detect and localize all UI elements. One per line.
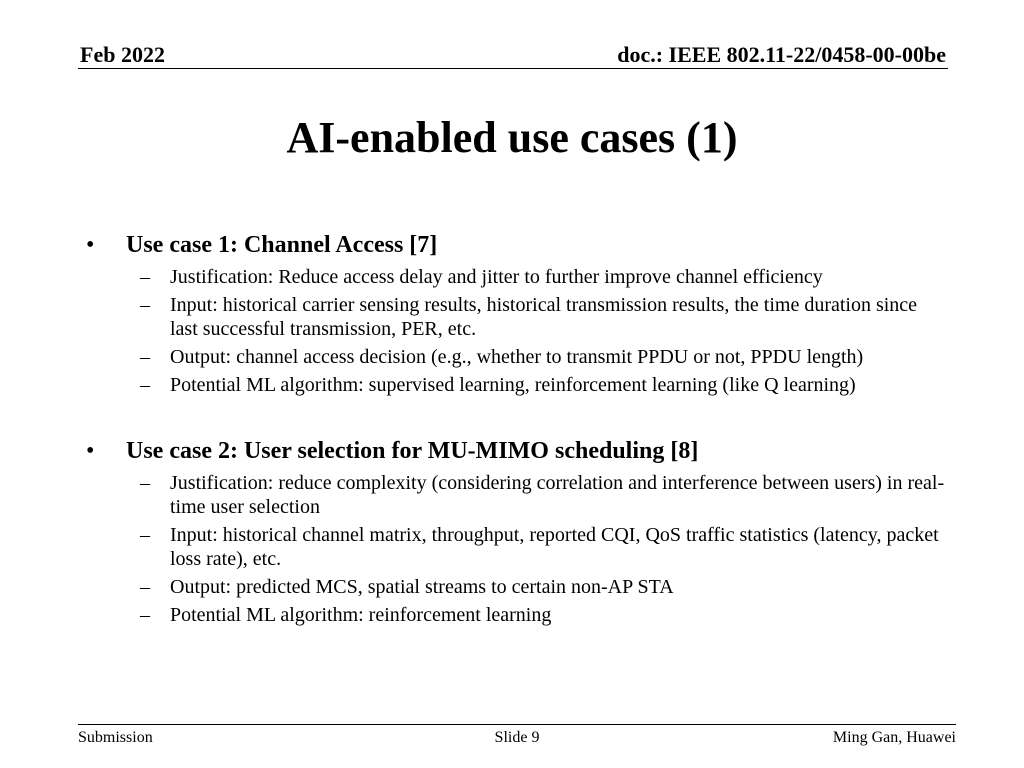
use-case-2-item-text: Justification: reduce complexity (consid…: [170, 472, 945, 518]
header-date: Feb 2022: [80, 42, 165, 67]
footer-submission: Submission: [78, 729, 153, 746]
slide-body: • Use case 1: Channel Access [7] – Justi…: [86, 229, 946, 627]
use-case-2-item-text: Potential ML algorithm: reinforcement le…: [170, 604, 552, 626]
dash-icon: –: [140, 294, 150, 316]
use-case-1-item-text: Output: channel access decision (e.g., w…: [170, 346, 864, 368]
footer-divider: [78, 724, 956, 725]
bullet-icon: •: [86, 232, 95, 258]
footer-author: Ming Gan, Huawei: [832, 729, 956, 746]
use-case-1-item-text: Potential ML algorithm: supervised learn…: [170, 374, 856, 396]
dash-icon: –: [140, 576, 150, 598]
dash-icon: –: [140, 374, 150, 396]
use-case-1-item: – Input: historical carrier sensing resu…: [86, 293, 946, 341]
use-case-1-item-text: Input: historical carrier sensing result…: [170, 294, 918, 340]
dash-icon: –: [140, 604, 150, 626]
use-case-1-item: – Justification: Reduce access delay and…: [86, 265, 946, 289]
use-case-1-item-text: Justification: Reduce access delay and j…: [170, 266, 823, 288]
use-case-2-item: – Output: predicted MCS, spatial streams…: [86, 575, 946, 599]
use-case-1: • Use case 1: Channel Access [7] – Justi…: [86, 229, 946, 397]
use-case-1-heading-text: Use case 1: Channel Access [7]: [126, 232, 438, 258]
dash-icon: –: [140, 346, 150, 368]
use-case-2-item: – Potential ML algorithm: reinforcement …: [86, 603, 946, 627]
use-case-2-item: – Justification: reduce complexity (cons…: [86, 471, 946, 519]
header-divider: [78, 68, 948, 69]
use-case-2-item-text: Input: historical channel matrix, throug…: [170, 524, 939, 570]
use-case-1-heading: • Use case 1: Channel Access [7]: [86, 229, 946, 261]
use-case-2-heading: • Use case 2: User selection for MU-MIMO…: [86, 435, 946, 467]
header-doc-id: doc.: IEEE 802.11-22/0458-00-00be: [617, 42, 946, 67]
use-case-1-item: – Output: channel access decision (e.g.,…: [86, 345, 946, 369]
use-case-1-item: – Potential ML algorithm: supervised lea…: [86, 373, 946, 397]
use-case-2-item: – Input: historical channel matrix, thro…: [86, 523, 946, 571]
dash-icon: –: [140, 266, 150, 288]
dash-icon: –: [140, 524, 150, 546]
use-case-2: • Use case 2: User selection for MU-MIMO…: [86, 435, 946, 627]
use-case-2-heading-text: Use case 2: User selection for MU-MIMO s…: [126, 438, 699, 464]
bullet-icon: •: [86, 438, 95, 464]
footer-slide-number: Slide 9: [494, 729, 540, 746]
use-case-2-item-text: Output: predicted MCS, spatial streams t…: [170, 576, 674, 598]
slide-title: AI-enabled use cases (1): [286, 113, 738, 162]
dash-icon: –: [140, 472, 150, 494]
